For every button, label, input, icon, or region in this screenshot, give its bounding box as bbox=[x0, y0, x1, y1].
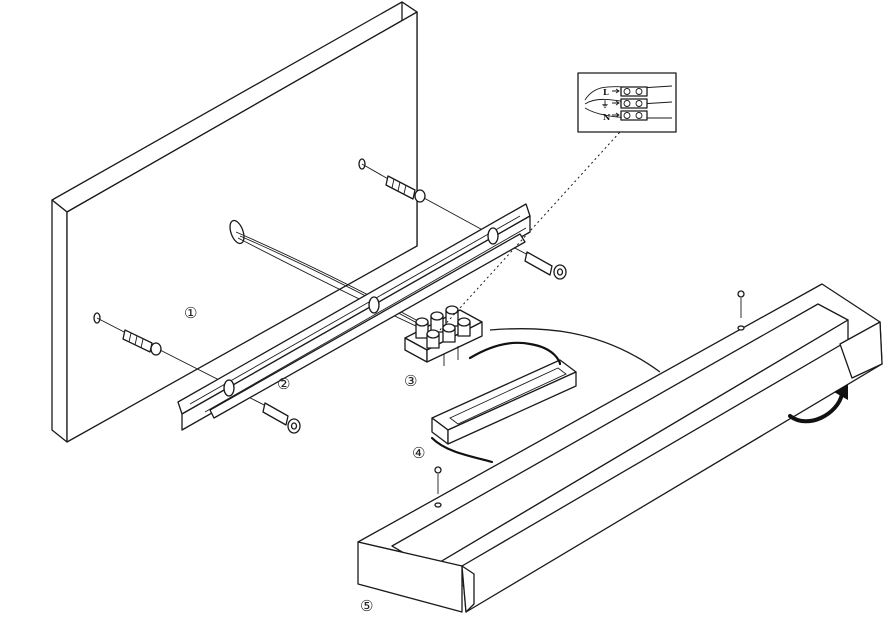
left-screw bbox=[230, 387, 301, 434]
terminal-block bbox=[404, 305, 483, 366]
part-number-3: ③ bbox=[404, 372, 417, 390]
wiring-inset: L ⏚ N bbox=[577, 72, 677, 133]
part-number-5: ⑤ bbox=[360, 597, 373, 615]
left-wall-plug bbox=[96, 317, 228, 385]
lamp-body bbox=[357, 283, 883, 613]
part-number-2: ② bbox=[277, 375, 290, 393]
mounting-bracket bbox=[177, 203, 531, 431]
wall-panel bbox=[51, 1, 418, 443]
right-wall-plug bbox=[361, 163, 491, 235]
inset-label-neutral: N bbox=[603, 112, 610, 122]
part-number-4: ④ bbox=[412, 444, 425, 462]
driver-box bbox=[430, 341, 577, 464]
lamp-screw-right bbox=[737, 290, 745, 331]
rotate-arrow-icon bbox=[788, 384, 848, 424]
inset-label-earth: ⏚ bbox=[601, 99, 609, 109]
lamp-screw-left bbox=[434, 466, 442, 508]
part-number-1: ① bbox=[184, 304, 197, 322]
inset-label-live: L bbox=[603, 87, 609, 97]
